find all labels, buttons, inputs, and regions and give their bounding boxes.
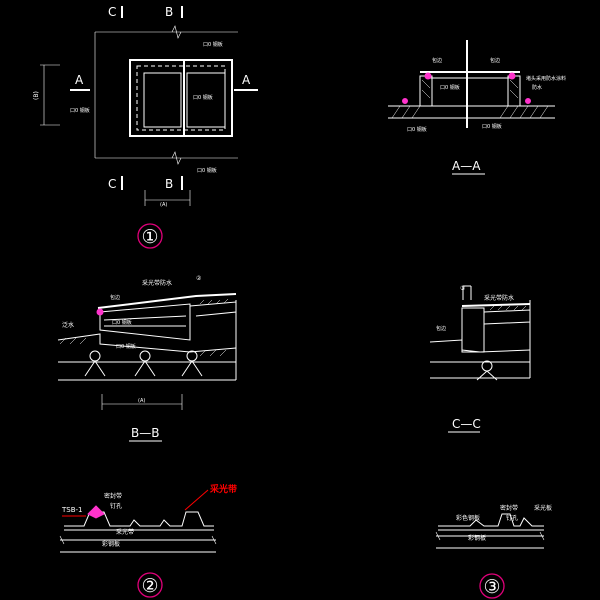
detail-2: 采光带 TSB-1 密封带 钉孔 采光带 彩钢板 ②: [59, 483, 237, 598]
label-b-bottom: B: [165, 177, 173, 191]
label-a-left: A: [75, 73, 84, 87]
section-cc: 采光带防水 ③ 包边 C—C: [429, 285, 531, 433]
cc-note-left: 包边: [436, 325, 446, 332]
plan-break-top: [171, 25, 182, 39]
plan-break-bottom: [171, 151, 182, 165]
bb-purlin-2: [139, 350, 151, 362]
d2-break-marks: [59, 535, 217, 545]
bb-flashing-hatch: [199, 298, 229, 305]
section-bb: 采光带防水 ② 包边 泛水 口0 钢板 口0 钢板 (A) B—B: [57, 275, 237, 442]
aa-sealant-low-right: [525, 98, 531, 104]
aa-note-d: 防水: [532, 84, 542, 91]
cc-truss-legs: [476, 370, 498, 381]
aa-right-curb: [507, 75, 521, 107]
bb-purlin-3: [186, 350, 198, 362]
d2-note-c: 采光带: [116, 528, 134, 536]
detail-circle-1: [137, 223, 163, 249]
plan-view: C B C B A A (B) 口0 钢板 口0 钢板 口0 钢板 口0 钢板 …: [33, 5, 258, 249]
d3-break-marks: [435, 531, 545, 541]
aa-sealant-low-left: [402, 98, 408, 104]
cc-note-mark: ③: [460, 285, 465, 292]
bb-skylight-inner: [103, 315, 187, 327]
aa-title: A—A: [452, 159, 481, 173]
d2-note-b: 钉孔: [110, 502, 122, 510]
cc-flashing-hatch: [489, 305, 527, 311]
bb-note-mark: ②: [196, 275, 202, 282]
label-a-right: A: [242, 73, 251, 87]
cc-curb: [461, 307, 485, 353]
plan-inner-left: [143, 72, 182, 128]
aa-note-b: 包边: [490, 57, 500, 64]
bb-sealant: [96, 308, 104, 316]
bb-truss-legs: [84, 360, 203, 377]
aa-note-g: 口0 钢板: [482, 123, 502, 130]
bb-right-flashing: [189, 301, 237, 317]
bb-note-mid: 口0 钢板: [112, 319, 132, 326]
bb-supports: [84, 350, 203, 377]
bb-purlin-1: [89, 350, 101, 362]
d3-note-d: 采光板: [534, 504, 552, 512]
bb-roof-hatch: [59, 337, 227, 357]
d2-note-d: 彩钢板: [102, 540, 120, 548]
bb-note-left: 泛水: [62, 321, 74, 329]
cc-roof-panel: [429, 339, 531, 353]
label-c-top: C: [108, 5, 116, 19]
aa-note-e: 口0 钢板: [440, 84, 460, 91]
bb-note-edge: 包边: [110, 294, 120, 301]
aa-left-curb: [419, 75, 433, 107]
aa-curb-hatch: [421, 79, 519, 99]
plan-dim-vertical-text: (B): [33, 91, 40, 100]
detail-number-1: ①: [141, 226, 158, 248]
label-c-bottom: C: [108, 177, 116, 191]
aa-roof-hatch: [391, 105, 549, 119]
d2-note-red: 采光带: [209, 483, 237, 495]
aa-note-a: 包边: [432, 57, 442, 64]
plan-note-top: 口0 钢板: [203, 41, 223, 48]
cc-flashing: [483, 309, 531, 325]
aa-sealant-right: [508, 72, 516, 80]
section-aa: 包边 包边 堵头采用防水涂料 防水 口0 钢板 口0 钢板 口0 钢板 A—A: [388, 40, 566, 175]
bb-roof-panel: [57, 333, 237, 353]
cc-title: C—C: [452, 417, 481, 431]
d2-sealant: [87, 505, 105, 519]
detail-3: 密封带 彩色钢板 钉孔 采光板 彩钢板 ③: [435, 504, 552, 599]
aa-sealant-left: [424, 72, 432, 80]
detail-number-3: ③: [483, 576, 500, 598]
bb-dim-text: (A): [138, 398, 145, 404]
plan-outer-frame: [129, 59, 233, 137]
bb-skylight-body: [99, 303, 191, 341]
aa-note-f: 口0 钢板: [407, 126, 427, 133]
plan-note-left: 口0 钢板: [70, 107, 90, 114]
d3-note-e: 彩钢板: [468, 534, 486, 542]
d3-note-a: 密封带: [500, 504, 518, 512]
plan-note-bottom: 口0 钢板: [197, 167, 217, 174]
detail-circle-2: [137, 572, 163, 598]
aa-note-c: 堵头采用防水涂料: [526, 75, 566, 82]
bb-note-top: 采光带防水: [142, 279, 172, 287]
plan-inner-right: [186, 72, 226, 128]
d3-note-b: 彩色钢板: [456, 514, 480, 522]
detail-circle-3: [479, 573, 505, 599]
d2-profile-sheet: [64, 511, 214, 527]
cc-note-top: 采光带防水: [484, 294, 514, 302]
plan-dim-bottom-text: (A): [160, 202, 167, 208]
d2-note-a: 密封带: [104, 492, 122, 500]
label-b-top: B: [165, 5, 173, 19]
d2-note-tsb: TSB-1: [61, 506, 83, 514]
cc-cover: [461, 303, 531, 307]
bb-title: B—B: [131, 426, 159, 440]
detail-number-2: ②: [141, 575, 158, 597]
bb-skylight-top: [97, 293, 237, 309]
d3-note-c: 钉孔: [506, 514, 518, 522]
bb-note-low: 口0 钢板: [116, 343, 136, 350]
d3-profile-sheet: [438, 513, 544, 527]
plan-note-right: 口0 钢板: [193, 94, 213, 101]
d2-red-leader: [184, 489, 209, 511]
